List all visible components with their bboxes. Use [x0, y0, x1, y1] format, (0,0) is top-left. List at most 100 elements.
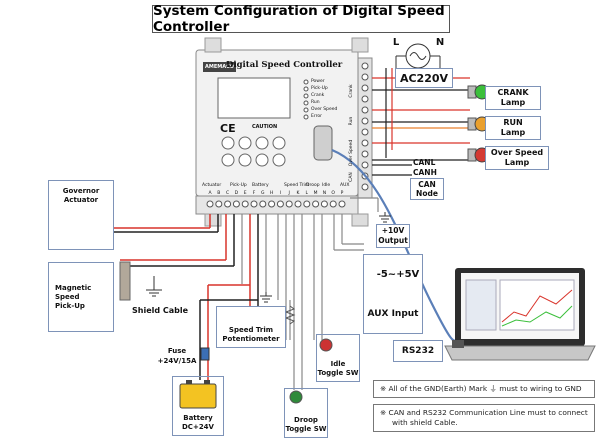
controller-brand: AMEMACO [203, 62, 237, 72]
led-indicator [303, 114, 309, 120]
fuse-line1: Fuse [167, 347, 187, 355]
fuse-image [200, 347, 210, 361]
controller-bottom-label: Idle [322, 183, 331, 188]
idle-line1: Idle [330, 360, 346, 368]
terminal-screw [276, 200, 284, 208]
fuse-label: Fuse +24V/15A [152, 346, 202, 366]
idle-switch-image [319, 338, 333, 352]
output-line2: Output [378, 236, 408, 245]
led-label: Over Speed [311, 107, 338, 112]
terminal-screw [329, 200, 337, 208]
speed-trim-line1: Speed Trim [228, 326, 274, 334]
led-label: Pick-Up [311, 86, 328, 91]
terminal-letter: A [208, 191, 212, 196]
terminal-letter: C [226, 191, 230, 196]
over-speed-lamp-label: Over Speed Lamp [485, 146, 549, 170]
governor-actuator-box: Governor Actuator [48, 180, 114, 250]
output-10v-box: +10V Output [376, 224, 410, 248]
terminal-screw [250, 200, 258, 208]
crank-lamp-label: CRANK Lamp [485, 86, 541, 110]
terminal-letter: E [243, 191, 247, 196]
led-indicator [303, 79, 309, 85]
terminal-letter: G [261, 191, 265, 196]
lamp-wiring [372, 68, 470, 176]
terminal-screw [361, 183, 369, 191]
terminal-screw [241, 200, 249, 208]
terminal-screw [361, 95, 369, 103]
terminal-screw [259, 200, 267, 208]
ce-mark: CE [220, 122, 236, 135]
controller-bottom-label: Pick-Up [230, 183, 247, 188]
terminal-screw [361, 150, 369, 158]
terminal-screw [361, 117, 369, 125]
led-indicator [303, 93, 309, 99]
governor-line1: Governor [62, 187, 100, 195]
fuse-line2: +24V/15A [157, 357, 197, 365]
controller-unit [195, 37, 373, 227]
over-speed-lamp-line2: Lamp [504, 158, 530, 167]
terminal-letter: L [305, 191, 309, 196]
terminal-screw [285, 200, 293, 208]
battery-image [179, 380, 217, 409]
line-label-n: N [435, 37, 445, 48]
terminal-letter: M [313, 191, 318, 196]
field-wiring [105, 197, 379, 390]
controller-bottom-label: Battery [252, 183, 269, 188]
terminal-letter: O [331, 191, 335, 196]
controller-bottom-label: Speed Trim [284, 183, 310, 188]
controller-side-label: CAN [349, 172, 354, 182]
line-label-l: L [392, 37, 400, 48]
led-label: Error [311, 114, 322, 119]
ac220v-box: AC220V [395, 68, 453, 88]
droop-line1: Droop [294, 416, 318, 424]
note-ground: ※ All of the GND(Earth) Mark ⏚ must to w… [373, 380, 595, 398]
note-shield-line1: ※ CAN and RS232 Communication Line must … [380, 408, 588, 417]
aux-label: AUX Input [367, 308, 419, 319]
terminal-letter: J [288, 191, 290, 196]
run-lamp-line2: Lamp [500, 128, 526, 137]
speed-trim-box: Speed Trim Potentiometer [216, 306, 286, 348]
battery-line2: DC+24V [182, 423, 214, 431]
governor-line2: Actuator [63, 196, 99, 204]
terminal-screw [206, 200, 214, 208]
pickup-line3: Pick-Up [55, 301, 85, 310]
terminal-screw [361, 161, 369, 169]
battery-line1: Battery [183, 414, 213, 422]
terminal-screw [294, 200, 302, 208]
pickup-line1: Magnetic [55, 283, 92, 292]
crank-lamp-line2: Lamp [500, 98, 526, 107]
terminal-screw [224, 200, 232, 208]
terminal-screw [232, 200, 240, 208]
canh-label: CANH [413, 168, 437, 177]
controller-bottom-label: AUX [340, 183, 350, 188]
led-label: Power [311, 79, 325, 84]
idle-line2: Toggle SW [317, 369, 359, 377]
terminal-letter: F [252, 191, 256, 196]
crank-lamp-line1: CRANK [497, 88, 529, 97]
led-label: Run [311, 100, 320, 105]
led-indicator [303, 86, 309, 92]
aux-input-box: -5~+5V AUX Input [363, 254, 423, 334]
terminal-screw [320, 200, 328, 208]
aux-voltage: -5~+5V [376, 269, 420, 281]
terminal-screw [361, 106, 369, 114]
droop-switch-image [289, 390, 303, 404]
led-indicator [303, 100, 309, 106]
speed-trim-line2: Potentiometer [222, 335, 280, 343]
note-shield-line2: with shield Cable. [392, 418, 458, 427]
run-lamp-label: RUN Lamp [485, 116, 541, 140]
droop-switch-box: Droop Toggle SW [284, 388, 328, 438]
terminal-screw [268, 200, 276, 208]
terminal-letter: N [322, 191, 327, 196]
terminal-letter: D [234, 191, 239, 196]
caution-label: CAUTION [252, 124, 278, 130]
controller-bottom-label: Actuator [202, 183, 222, 188]
can-node-box: CAN Node [410, 178, 444, 200]
terminal-screw [303, 200, 311, 208]
pickup-sensor-image [119, 261, 131, 301]
note-shield: ※ CAN and RS232 Communication Line must … [373, 404, 595, 432]
terminal-letter: K [296, 191, 300, 196]
terminal-letter: B [217, 191, 221, 196]
note-ground-text: ※ All of the GND(Earth) Mark ⏚ must to w… [380, 384, 582, 393]
terminal-screw [361, 62, 369, 70]
